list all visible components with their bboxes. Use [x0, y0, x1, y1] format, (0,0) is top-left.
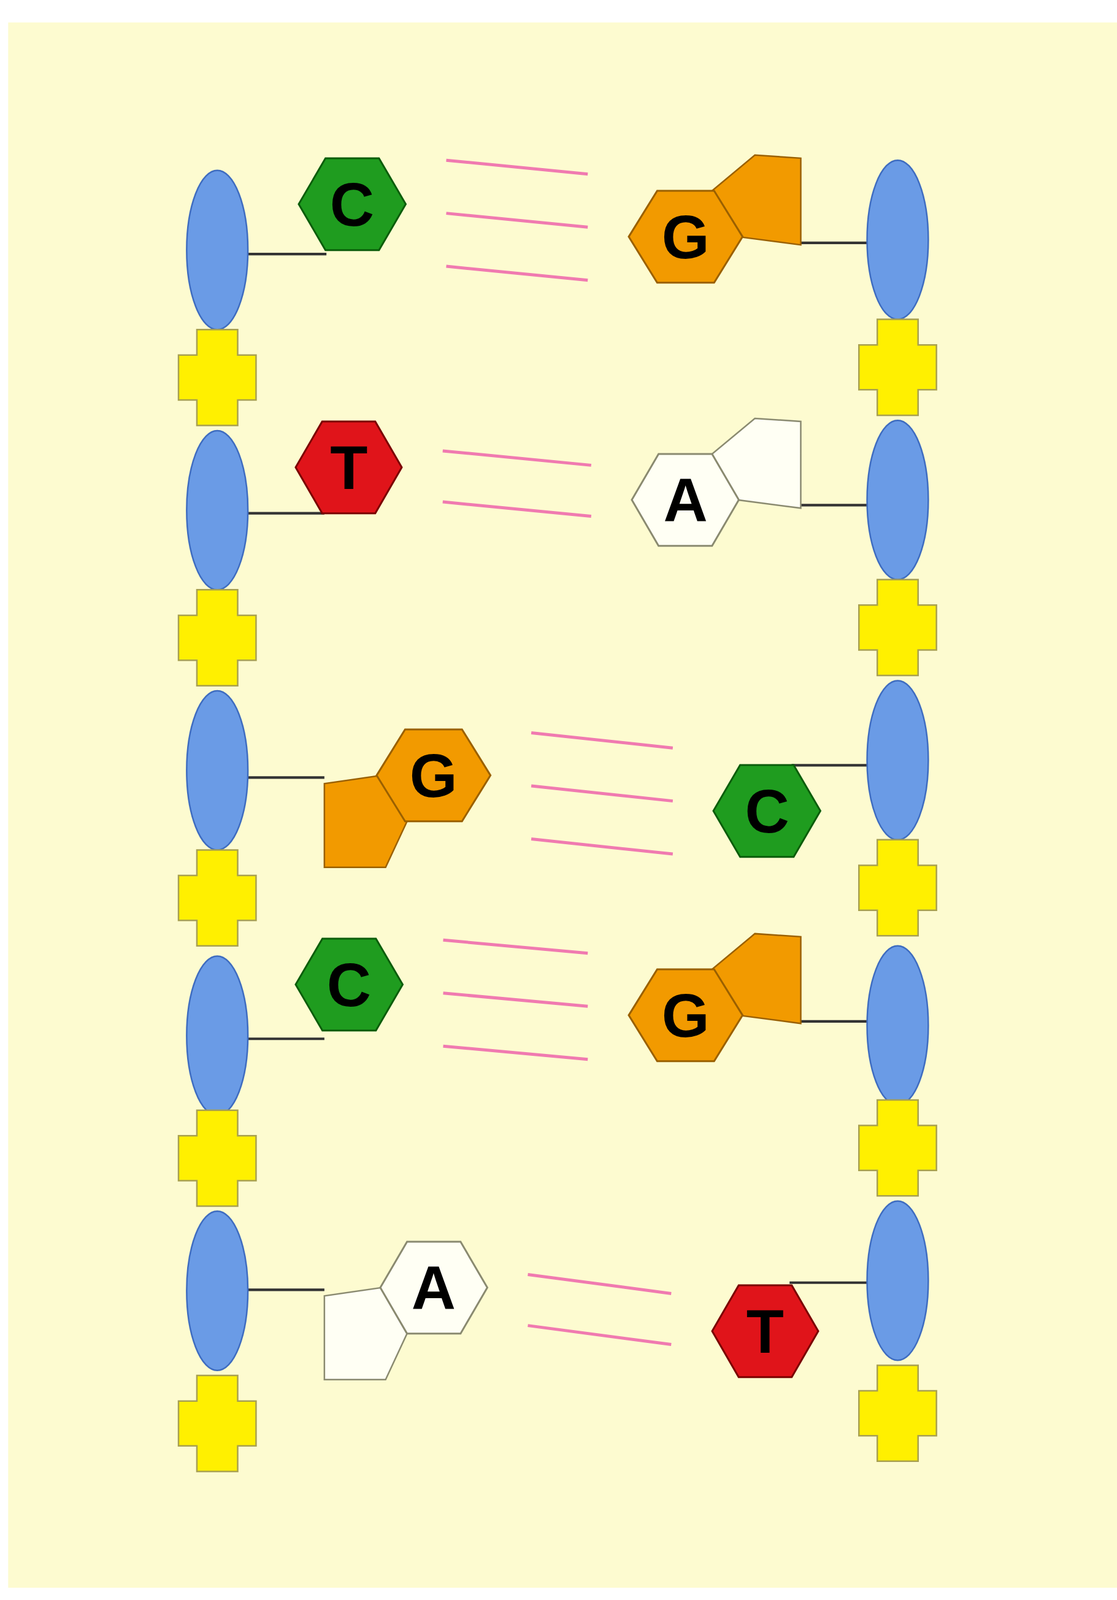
- hexagon-shape: [295, 938, 403, 1031]
- base-letter: A: [663, 469, 708, 531]
- sugar-ellipse: [186, 1210, 248, 1370]
- phosphate-cross: [178, 1375, 256, 1471]
- phosphate-cross: [178, 329, 256, 426]
- base-hexagon: G: [376, 729, 491, 822]
- sugar-ellipse: [867, 945, 929, 1105]
- hexagon-shape: [376, 729, 491, 822]
- bond-line: [800, 1020, 869, 1023]
- base-hexagon: T: [712, 1285, 819, 1378]
- hexagon-shape: [295, 421, 402, 514]
- base-letter: T: [746, 1300, 784, 1362]
- base-letter: A: [411, 1256, 456, 1319]
- base-hexagon: C: [713, 764, 821, 857]
- phosphate-cross: [178, 589, 256, 686]
- hydrogen-bond: [442, 939, 588, 1059]
- bond-line: [244, 252, 327, 256]
- bond-line: [800, 503, 869, 507]
- hexagon-shape: [631, 453, 739, 546]
- bond-line: [800, 241, 869, 245]
- base-letter: C: [744, 780, 789, 842]
- sugar-ellipse: [867, 680, 929, 840]
- hydrogen-bond: [445, 160, 588, 281]
- sugar-ellipse: [867, 1201, 929, 1360]
- phosphate-cross: [858, 839, 937, 936]
- base-hexagon: T: [295, 421, 402, 514]
- sugar-ellipse: [186, 955, 248, 1115]
- phosphate-cross: [858, 1364, 937, 1461]
- panel-ground: [7, 22, 1117, 1588]
- base-hexagon: A: [631, 453, 739, 546]
- hexagon-shape: [380, 1241, 488, 1334]
- bond-line: [244, 512, 325, 515]
- phosphate-cross: [858, 319, 937, 416]
- hexagon-shape: [712, 1285, 819, 1378]
- base-letter: G: [661, 984, 710, 1046]
- bond-line: [244, 775, 325, 779]
- bond-line: [789, 1281, 870, 1284]
- base-letter: C: [330, 173, 375, 235]
- hexagon-shape: [298, 158, 406, 251]
- hydrogen-bond: [442, 450, 592, 517]
- hexagon-shape: [628, 969, 743, 1062]
- base-hexagon: C: [298, 158, 406, 251]
- phosphate-cross: [178, 850, 256, 946]
- hydrogen-bond: [528, 1274, 672, 1344]
- bond-line: [244, 1037, 325, 1040]
- hexagon-shape: [713, 764, 821, 857]
- hydrogen-bond: [531, 732, 673, 854]
- base-hexagon: A: [380, 1241, 488, 1334]
- base-letter: G: [661, 206, 710, 268]
- sugar-ellipse: [867, 160, 929, 319]
- bond-line: [791, 763, 869, 767]
- base-hexagon: C: [295, 938, 403, 1031]
- base-hexagon: G: [628, 190, 743, 283]
- sugar-ellipse: [186, 690, 248, 850]
- bond-line: [244, 1288, 325, 1291]
- base-letter: C: [326, 953, 372, 1016]
- phosphate-cross: [858, 1099, 937, 1196]
- phosphate-cross: [178, 1110, 256, 1206]
- hexagon-shape: [628, 190, 743, 283]
- base-letter: G: [409, 744, 458, 807]
- base-hexagon: G: [628, 969, 743, 1062]
- base-letter: T: [330, 436, 368, 499]
- bond-lines: [244, 242, 870, 1290]
- sugar-ellipse: [867, 420, 929, 580]
- phosphate-cross: [858, 579, 937, 676]
- sugar-ellipse: [186, 430, 248, 590]
- sugar-ellipse: [186, 170, 248, 330]
